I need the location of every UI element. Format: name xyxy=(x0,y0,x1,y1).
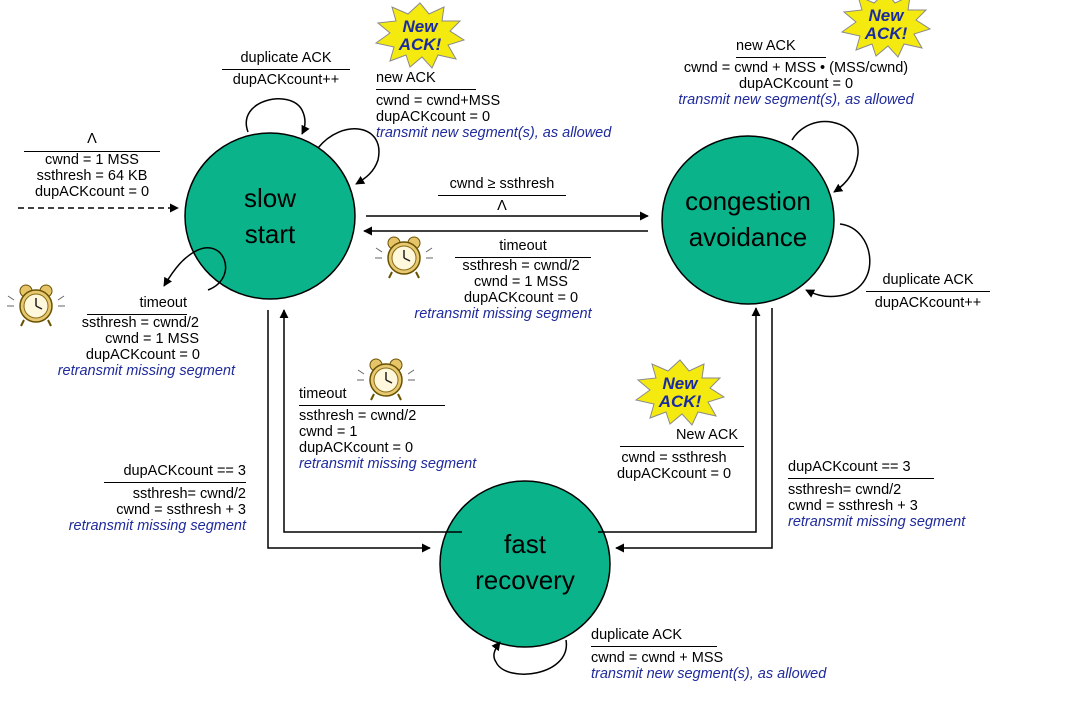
arrow-ss-dup-loop xyxy=(245,98,310,135)
fast-recovery-line-1: fast xyxy=(504,529,546,559)
state-congestion-avoidance xyxy=(661,135,835,305)
ca-new-transition-label: new ACK cwnd = cwnd + MSS • (MSS/cwnd) d… xyxy=(656,38,936,108)
fr-timeout-italic-action: retransmit missing segment xyxy=(299,456,477,472)
ss-new-action: cwnd = cwnd+MSS xyxy=(376,93,501,109)
arrow-ca-dup-loop xyxy=(805,223,871,298)
fast-recovery-label: fast recovery xyxy=(455,526,595,598)
ss-timeout-action: cwnd = 1 MSS xyxy=(105,331,199,347)
ss-new-action: dupACKcount = 0 xyxy=(376,109,491,125)
ca-timeout-action: cwnd = 1 MSS xyxy=(474,274,568,290)
ca-new-action: dupACKcount = 0 xyxy=(738,76,854,92)
ss-timeout-transition-label: timeout ssthresh = cwnd/2 cwnd = 1 MSS d… xyxy=(20,295,235,379)
ss-new-event: new ACK xyxy=(376,70,476,90)
arrow-fr-dup-loop xyxy=(491,639,567,675)
init-divider xyxy=(24,151,160,152)
congestion-avoidance-line-1: congestion xyxy=(685,186,811,216)
fr-dup-italic-action: transmit new segment(s), as allowed xyxy=(591,666,827,682)
state-fast-recovery xyxy=(439,480,611,648)
ss-to-fr-action: cwnd = ssthresh + 3 xyxy=(116,502,246,518)
arrow-ss-timeout-loop xyxy=(163,247,227,291)
ca-timeout-transition-label: timeout ssthresh = cwnd/2 cwnd = 1 MSS d… xyxy=(396,238,610,322)
ca-dup-transition-label: duplicate ACK dupACKcount++ xyxy=(866,272,990,311)
congestion-avoidance-label: congestion avoidance xyxy=(668,183,828,255)
ss-to-ca-transition-label: cwnd ≥ ssthresh Λ xyxy=(438,176,566,214)
init-transition-label: Λ cwnd = 1 MSS ssthresh = 64 KB dupACKco… xyxy=(22,131,162,200)
ca-timeout-event: timeout xyxy=(455,238,591,258)
new-ack-burst-icon: New ACK! xyxy=(375,2,465,69)
init-action: dupACKcount = 0 xyxy=(34,184,150,200)
init-action: ssthresh = 64 KB xyxy=(36,168,148,184)
ca-to-fr-event: dupACKcount == 3 xyxy=(788,459,934,479)
ss-dup-event: duplicate ACK xyxy=(222,50,350,70)
svg-text:New: New xyxy=(869,6,906,25)
ca-to-fr-action: ssthresh= cwnd/2 xyxy=(788,482,902,498)
ca-new-event-wrap: new ACK xyxy=(656,38,936,58)
arrow-ca-new-loop xyxy=(791,120,859,193)
arrow-fr-to-ss xyxy=(279,309,462,533)
ca-new-action: cwnd = cwnd + MSS • (MSS/cwnd) xyxy=(683,60,909,76)
arrow-ss-new-loop xyxy=(317,128,380,185)
ca-dup-event: duplicate ACK xyxy=(866,272,990,292)
ss-dup-action: dupACKcount++ xyxy=(232,72,340,88)
fr-dup-event: duplicate ACK xyxy=(591,627,717,647)
svg-text:ACK!: ACK! xyxy=(398,35,442,54)
ca-timeout-italic-action: retransmit missing segment xyxy=(414,306,592,322)
init-event: Λ xyxy=(87,131,97,147)
ca-timeout-action: ssthresh = cwnd/2 xyxy=(462,258,580,274)
svg-text:ACK!: ACK! xyxy=(864,24,908,43)
fr-dup-action: cwnd = cwnd + MSS xyxy=(591,650,724,666)
fr-timeout-event: timeout xyxy=(299,386,445,406)
ss-to-fr-italic-action: retransmit missing segment xyxy=(68,518,246,534)
fr-timeout-transition-label: timeout ssthresh = cwnd/2 cwnd = 1 dupAC… xyxy=(299,386,476,472)
ss-timeout-italic-action: retransmit missing segment xyxy=(57,363,235,379)
ss-to-ca-event: cwnd ≥ ssthresh xyxy=(438,176,566,196)
fr-timeout-action: dupACKcount = 0 xyxy=(299,440,414,456)
ca-new-event: new ACK xyxy=(736,38,826,58)
ss-timeout-event-wrap: timeout xyxy=(20,295,235,315)
svg-text:ACK!: ACK! xyxy=(658,392,702,411)
arrow-ss-to-fr xyxy=(267,310,431,553)
ss-to-fr-transition-label: dupACKcount == 3 ssthresh= cwnd/2 cwnd =… xyxy=(30,463,246,534)
slow-start-line-1: slow xyxy=(243,183,296,213)
ss-new-italic-action: transmit new segment(s), as allowed xyxy=(376,125,612,141)
ca-to-fr-italic-action: retransmit missing segment xyxy=(788,514,966,530)
ca-timeout-action: dupACKcount = 0 xyxy=(463,290,579,306)
ca-to-fr-transition-label: dupACKcount == 3 ssthresh= cwnd/2 cwnd =… xyxy=(788,459,965,530)
arrow-ca-to-fr xyxy=(615,308,773,553)
ss-new-transition-label: new ACK cwnd = cwnd+MSS dupACKcount = 0 … xyxy=(376,70,611,141)
fr-new-action: dupACKcount = 0 xyxy=(616,466,732,482)
ss-to-ca-action: Λ xyxy=(497,198,507,214)
fast-recovery-line-2: recovery xyxy=(475,565,575,595)
fr-new-action: cwnd = ssthresh xyxy=(621,450,727,466)
ss-timeout-action: dupACKcount = 0 xyxy=(85,347,200,363)
ca-timeout-event-wrap: timeout xyxy=(396,238,610,258)
ca-to-fr-action: cwnd = ssthresh + 3 xyxy=(788,498,918,514)
svg-text:New: New xyxy=(663,374,700,393)
fr-new-event: New ACK xyxy=(620,427,744,447)
slow-start-line-2: start xyxy=(244,219,296,249)
new-ack-burst-icon: New ACK! xyxy=(635,359,725,426)
fr-timeout-action: cwnd = 1 xyxy=(299,424,358,440)
ss-to-fr-action: ssthresh= cwnd/2 xyxy=(132,486,246,502)
ss-dup-transition-label: duplicate ACK dupACKcount++ xyxy=(222,50,350,88)
fr-dup-transition-label: duplicate ACK cwnd = cwnd + MSS transmit… xyxy=(591,627,826,682)
fr-new-transition-label: New ACK cwnd = ssthresh dupACKcount = 0 xyxy=(604,427,744,482)
ca-dup-action: dupACKcount++ xyxy=(874,295,982,311)
ss-timeout-event: timeout xyxy=(87,295,187,315)
init-action: cwnd = 1 MSS xyxy=(45,152,139,168)
svg-text:New: New xyxy=(403,17,440,36)
fr-new-event-wrap: New ACK xyxy=(604,427,744,447)
slow-start-label: slow start xyxy=(210,180,330,252)
congestion-avoidance-line-2: avoidance xyxy=(688,222,808,252)
state-slow-start xyxy=(184,132,356,300)
ss-to-fr-event: dupACKcount == 3 xyxy=(104,463,246,483)
new-ack-burst-icon: New ACK! xyxy=(841,0,931,58)
fr-timeout-action: ssthresh = cwnd/2 xyxy=(299,408,417,424)
ss-timeout-action: ssthresh = cwnd/2 xyxy=(81,315,199,331)
ca-new-italic-action: transmit new segment(s), as allowed xyxy=(678,92,914,108)
arrow-fr-to-ca xyxy=(598,307,761,533)
